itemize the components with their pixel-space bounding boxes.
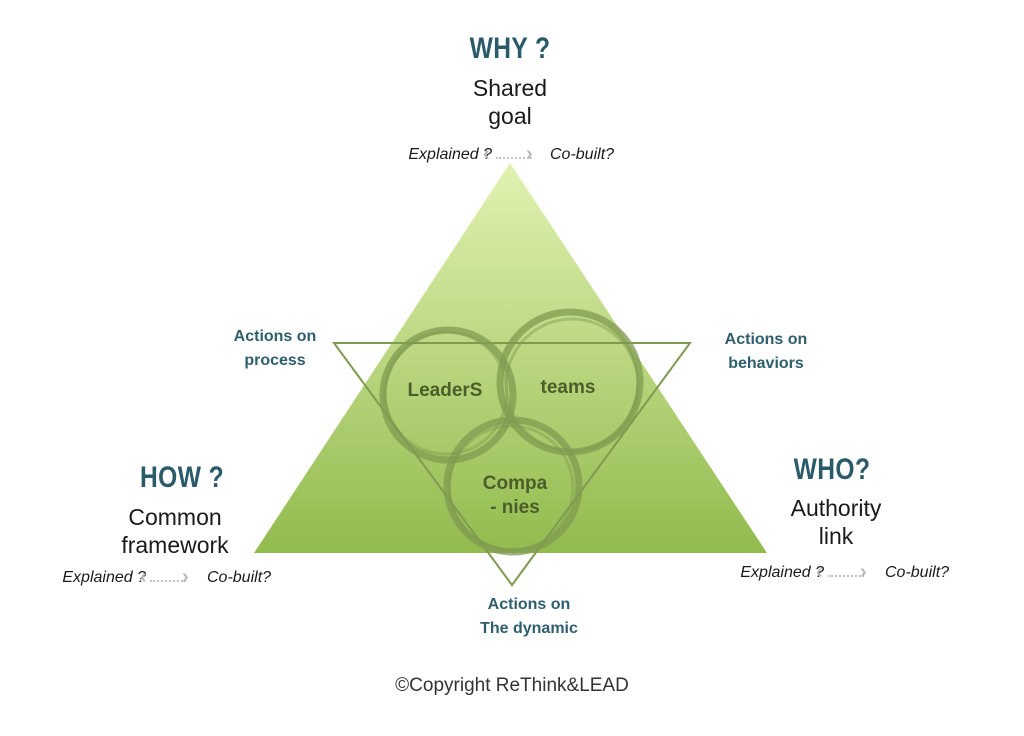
how-title-line1: Common xyxy=(128,504,222,530)
why-dotted-arrow xyxy=(496,157,532,159)
actions-behaviors-line1: Actions on xyxy=(724,331,808,348)
actions-dynamic: Actions on The dynamic xyxy=(444,593,614,641)
who-chevron-right-icon: › xyxy=(860,561,867,583)
how-explained: Explained ? xyxy=(62,569,146,586)
circle-label-companies: Compa - nies xyxy=(455,472,575,520)
main-triangle xyxy=(254,163,767,553)
actions-dynamic-line1: Actions on xyxy=(487,596,571,613)
actions-behaviors-line2: behaviors xyxy=(728,355,804,372)
actions-behaviors: Actions on behaviors xyxy=(696,328,836,376)
why-title-line2: goal xyxy=(488,103,532,129)
why-explained: Explained ? xyxy=(408,146,492,163)
circle-label-companies-line2: - nies xyxy=(490,497,540,518)
how-chevron-left-icon: ‹ xyxy=(140,566,147,588)
how-chevron-right-icon: › xyxy=(182,566,189,588)
ring-companies xyxy=(443,416,583,556)
how-dotted-arrow xyxy=(150,580,186,582)
who-heading: WHO? xyxy=(793,453,871,486)
why-title-line1: Shared xyxy=(472,75,548,101)
ring-leaders xyxy=(379,326,517,464)
actions-dynamic-line2: The dynamic xyxy=(480,620,578,637)
who-title-line1: Authority xyxy=(790,495,882,521)
why-heading: WHY ? xyxy=(469,32,551,65)
copyright-notice: ©Copyright ReThink&LEAD xyxy=(395,675,629,696)
who-explained: Explained ? xyxy=(740,564,824,581)
how-title-line2: framework xyxy=(121,532,229,558)
actions-process: Actions on process xyxy=(205,325,345,373)
who-dotted-arrow xyxy=(828,575,864,577)
why-cobuilt: Co-built? xyxy=(550,146,615,163)
who-chevron-left-icon: ‹ xyxy=(816,561,823,583)
how-cobuilt: Co-built? xyxy=(207,569,272,586)
how-heading: HOW ? xyxy=(139,461,225,494)
why-chevron-left-icon: ‹ xyxy=(483,143,490,165)
circle-label-companies-line1: Compa xyxy=(482,473,548,494)
circle-label-leaders: LeaderS xyxy=(407,380,483,401)
who-cobuilt: Co-built? xyxy=(885,564,950,581)
why-chevron-right-icon: › xyxy=(526,143,533,165)
actions-process-line1: Actions on xyxy=(233,328,317,345)
circle-label-teams: teams xyxy=(540,377,596,398)
who-title-line2: link xyxy=(818,523,854,549)
actions-process-line2: process xyxy=(244,352,306,369)
